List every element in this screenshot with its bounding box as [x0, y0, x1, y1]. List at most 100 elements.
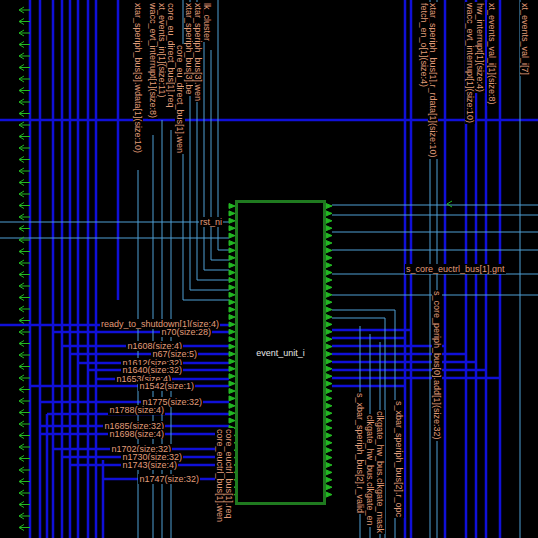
port-stub: [19, 217, 30, 218]
signal-name: hw_interrupt[1](size:4): [475, 2, 485, 93]
signal-name: xtar_speriph_bus[3].wen: [193, 2, 203, 102]
output-pin: [326, 292, 332, 297]
port-stub: [19, 401, 30, 402]
port-stub: [19, 389, 30, 390]
signal-name: n1743(size:4): [121, 460, 178, 470]
output-pin: [326, 485, 332, 490]
port-stub: [19, 320, 30, 321]
output-pin: [326, 470, 332, 475]
output-pin: [326, 270, 332, 275]
output-pin: [326, 307, 332, 312]
signal-name: s_xbar_speriph_bus[2].r_opc: [394, 400, 404, 518]
port-stub: [19, 228, 30, 229]
port-stub: [19, 113, 30, 114]
port-stub: [19, 412, 30, 413]
port-stub: [19, 125, 30, 126]
output-pin: [326, 255, 332, 260]
output-pin: [326, 263, 332, 268]
signal-name: s_core_euctrl_bus[1].gnt: [405, 264, 506, 274]
signal-name: n1788(size:4): [108, 405, 165, 415]
port-stub: [19, 263, 30, 264]
output-pin: [326, 329, 332, 334]
signal-name: n1698(size:4): [108, 429, 165, 439]
signal-name: core_euctrl_bus[1].req: [224, 428, 234, 520]
port-stub: [19, 481, 30, 482]
port-stub: [19, 470, 30, 471]
port-stub: [19, 194, 30, 195]
signal-name: s_xbar_speriph_bus[2].r_valid: [355, 392, 365, 514]
port-stub: [19, 366, 30, 367]
port-stub: [19, 159, 30, 160]
signal-name: xt_events_val_i[7]: [520, 2, 530, 76]
output-pin: [326, 448, 332, 453]
port-stub: [19, 90, 30, 91]
port-stub: [19, 10, 30, 11]
output-pin: [326, 300, 332, 305]
output-pin: [326, 211, 332, 216]
output-pin: [326, 477, 332, 482]
port-stub: [19, 355, 30, 356]
port-stub: [19, 297, 30, 298]
output-pin: [326, 374, 332, 379]
output-pin: [326, 396, 332, 401]
port-stub: [19, 171, 30, 172]
port-stub: [19, 286, 30, 287]
signal-name: n1542(size:1): [138, 381, 195, 391]
port-stub: [19, 332, 30, 333]
output-pin: [326, 285, 332, 290]
output-pin: [326, 403, 332, 408]
port-stub: [19, 21, 30, 22]
output-pin: [326, 226, 332, 231]
output-pin: [326, 241, 332, 246]
port-stub: [19, 504, 30, 505]
output-pin: [326, 366, 332, 371]
port-stub: [19, 251, 30, 252]
output-pin: [326, 455, 332, 460]
port-stub: [19, 205, 30, 206]
port-stub: [19, 378, 30, 379]
output-pin: [326, 411, 332, 416]
port-stub: [19, 343, 30, 344]
signal-name: wacc_evt_interrupt[1](size:10): [465, 2, 475, 124]
signal-name: s_core_periph_bus[0].add[1](size:32): [432, 290, 442, 441]
instance-box: event_unit_i: [235, 200, 326, 505]
port-stub: [19, 516, 30, 517]
port-arrow: [447, 201, 452, 207]
output-pin: [326, 381, 332, 386]
output-pin: [326, 426, 332, 431]
signal-name: n70(size:28): [160, 327, 212, 337]
output-pin: [326, 433, 332, 438]
port-stub: [19, 309, 30, 310]
port-stub: [19, 274, 30, 275]
port-stub: [19, 458, 30, 459]
port-stub: [19, 136, 30, 137]
instance-name: event_unit_i: [256, 348, 305, 358]
signal-name: lk_cluster: [202, 2, 212, 42]
output-pin: [326, 218, 332, 223]
port-stub: [19, 527, 30, 528]
port-stub: [19, 79, 30, 80]
signal-name: fetch_en_o[1](size:4): [419, 2, 429, 88]
signal-name: clkgate_hw_bus.clkgate_mask: [375, 410, 385, 534]
port-stub: [19, 240, 30, 241]
port-stub: [19, 102, 30, 103]
port-stub: [19, 148, 30, 149]
output-pin: [326, 492, 332, 497]
output-pin: [326, 315, 332, 320]
signal-name: xtar_speriph_bus[1].r_rdata[1](size:10): [428, 2, 438, 159]
port-stub: [19, 493, 30, 494]
output-pin: [326, 352, 332, 357]
signal-name: n1747(size:32): [138, 474, 200, 484]
output-pin: [326, 248, 332, 253]
port-stub: [19, 33, 30, 34]
output-pin: [326, 463, 332, 468]
port-stub: [19, 447, 30, 448]
port-stub: [19, 182, 30, 183]
port-stub: [19, 56, 30, 57]
port-stub: [19, 67, 30, 68]
signal-name: rst_ni: [199, 217, 223, 227]
output-pin: [326, 359, 332, 364]
port-stub: [19, 44, 30, 45]
output-pin: [326, 233, 332, 238]
